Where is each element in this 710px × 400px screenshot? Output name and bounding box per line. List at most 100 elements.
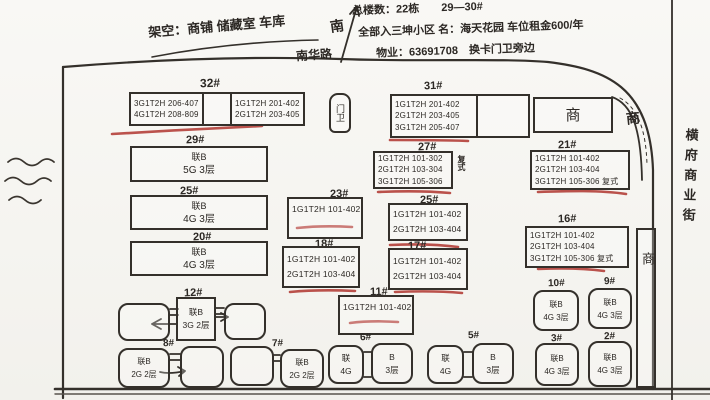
unit-line: 1G1T2H 201-402 [395, 99, 460, 109]
gate-booth: 门卫 [329, 93, 351, 133]
building-16-label: 16# [557, 212, 577, 226]
connector-8 [169, 353, 181, 361]
building-29-label: 29# [185, 133, 205, 147]
building-7: 联B 2G 2层 [280, 349, 324, 388]
note-underline-swoosh [151, 39, 319, 58]
unit-line: 1G1T2H 101-402 [535, 153, 600, 163]
building-10: 联B 4G 3层 [533, 290, 579, 331]
unit-line: 2G1T2H 203-405 [235, 110, 300, 119]
type-line: 联B [550, 353, 564, 363]
unit-line: 2G1T2H 103-404 [393, 271, 462, 281]
type-line: 4G [439, 365, 452, 376]
street-name-right: 横府商业街 [680, 127, 699, 229]
unit-line: 1G1T2H 101-402 [393, 256, 462, 266]
building-6-west: 联 4G [328, 345, 364, 384]
type-line: 联B [549, 299, 563, 309]
water-waves [4, 157, 55, 205]
unit-line: 3G1T2H 206-407 [134, 98, 199, 108]
red-underline-21 [536, 189, 628, 196]
connector-12-right [215, 307, 225, 315]
building-29: 联B 5G 3层 [130, 146, 268, 182]
building-27: 1G1T2H 101-302 2G1T2H 103-304 3G1T2H 105… [373, 151, 453, 189]
type-line: 4G 3层 [183, 213, 215, 225]
type-line: 联B [188, 307, 204, 317]
building-8-label: 8# [162, 337, 175, 350]
red-underline-16 [536, 267, 606, 273]
unit-line: 2G1T2H 103-404 [287, 269, 356, 279]
unit-line: 1G1T2H 101-402 [393, 209, 462, 219]
building-5-label: 5# [467, 329, 480, 342]
map-border [61, 56, 655, 391]
building-32-stair-cell [204, 94, 232, 124]
type-line: 2G 2层 [289, 370, 315, 380]
building-32-right-cell: 1G1T2H 201-402 2G1T2H 203-405 [232, 94, 303, 124]
type-line: 联 [441, 352, 450, 363]
type-line: 4G 3层 [597, 310, 623, 320]
building-5-east: B 3层 [472, 343, 514, 384]
type-line: 联B [191, 246, 207, 257]
type-line: 4G 3层 [183, 259, 215, 271]
unit-line: 3G1T2H 105-306 [378, 176, 443, 186]
shop-strip-label: 商 [640, 252, 655, 265]
type-line: 联B [191, 152, 207, 162]
building-18: 1G1T2H 101-402 2G1T2H 103-404 [282, 246, 360, 288]
red-underline-23 [295, 225, 354, 230]
type-line: 3G 2层 [182, 320, 210, 330]
connector-7 [273, 354, 281, 362]
unit-line: 1G1T2H 201-402 [235, 98, 300, 108]
building-8-east-wing [180, 346, 224, 388]
unit-line: 1G1T2H 101-402 [343, 302, 412, 312]
type-line: 2G 2层 [131, 370, 157, 379]
type-line: B [389, 351, 395, 362]
building-12-east-wing [224, 303, 266, 340]
building-23: 1G1T2H 101-402 [287, 197, 363, 239]
unit-line: 2G1T2H 103-404 [393, 224, 462, 234]
building-11: 1G1T2H 101-402 [338, 295, 414, 335]
red-underline-32 [110, 124, 264, 136]
type-line: 联B [191, 200, 207, 211]
unit-line: 2G1T2H 103-404 [530, 242, 595, 252]
unit-line: 4G1T2H 208-809 [134, 110, 199, 119]
building-2: 联B 4G 3层 [588, 341, 632, 387]
building-5-west: 联 4G [427, 345, 464, 384]
building-31: 1G1T2H 201-402 2G1T2H 203-405 3G1T2H 205… [390, 94, 530, 138]
building-32: 3G1T2H 206-407 4G1T2H 208-809 1G1T2H 201… [129, 92, 305, 126]
type-line: 5G 3层 [183, 165, 215, 176]
building-25-left: 联B 4G 3层 [130, 195, 268, 230]
unit-line: 1G1T2H 101-302 [378, 153, 443, 163]
red-underline-18 [288, 289, 357, 294]
building-16: 1G1T2H 101-402 2G1T2H 103-404 3G1T2H 105… [525, 226, 629, 268]
unit-line: 1G1T2H 101-402 [292, 204, 361, 214]
road-label-top: 南华路 [295, 46, 333, 64]
type-line: 联B [603, 297, 617, 307]
building-32-label: 32# [199, 75, 221, 91]
south-arrow [340, 5, 360, 63]
unit-line: 1G1T2H 101-402 [530, 230, 595, 240]
building-8: 联B 2G 2层 [118, 348, 170, 388]
building-6-label: 6# [359, 331, 372, 344]
type-line: 联B [603, 353, 617, 362]
building-25-mid: 1G1T2H 101-402 2G1T2H 103-404 [388, 203, 468, 241]
building-7-label: 7# [271, 337, 284, 350]
type-line: 3层 [385, 364, 399, 375]
connector-5 [463, 351, 473, 378]
building-7-west-wing [230, 346, 274, 386]
red-underline-11 [348, 320, 400, 325]
shop-label: 商 [565, 106, 581, 124]
type-line: 4G [340, 365, 352, 376]
building-32-left-cell: 3G1T2H 206-407 4G1T2H 208-809 [131, 94, 204, 124]
unit-line: 1G1T2H 101-402 [287, 254, 356, 264]
red-pen-underlines [110, 124, 628, 325]
building-12: 联B 3G 2层 [176, 297, 216, 341]
building-9: 联B 4G 3层 [588, 288, 632, 329]
gate-booth-label: 门卫 [335, 104, 345, 122]
shop-box: 商 [533, 97, 613, 133]
building-31-label: 31# [423, 79, 443, 93]
building-21: 1G1T2H 101-402 2G1T2H 103-404 3G1T2H 105… [530, 150, 630, 190]
building-10-label: 10# [547, 277, 565, 290]
building-12-west-wing [118, 303, 170, 341]
inner-road-curve-dashed [619, 97, 648, 166]
connector-6 [363, 351, 372, 378]
